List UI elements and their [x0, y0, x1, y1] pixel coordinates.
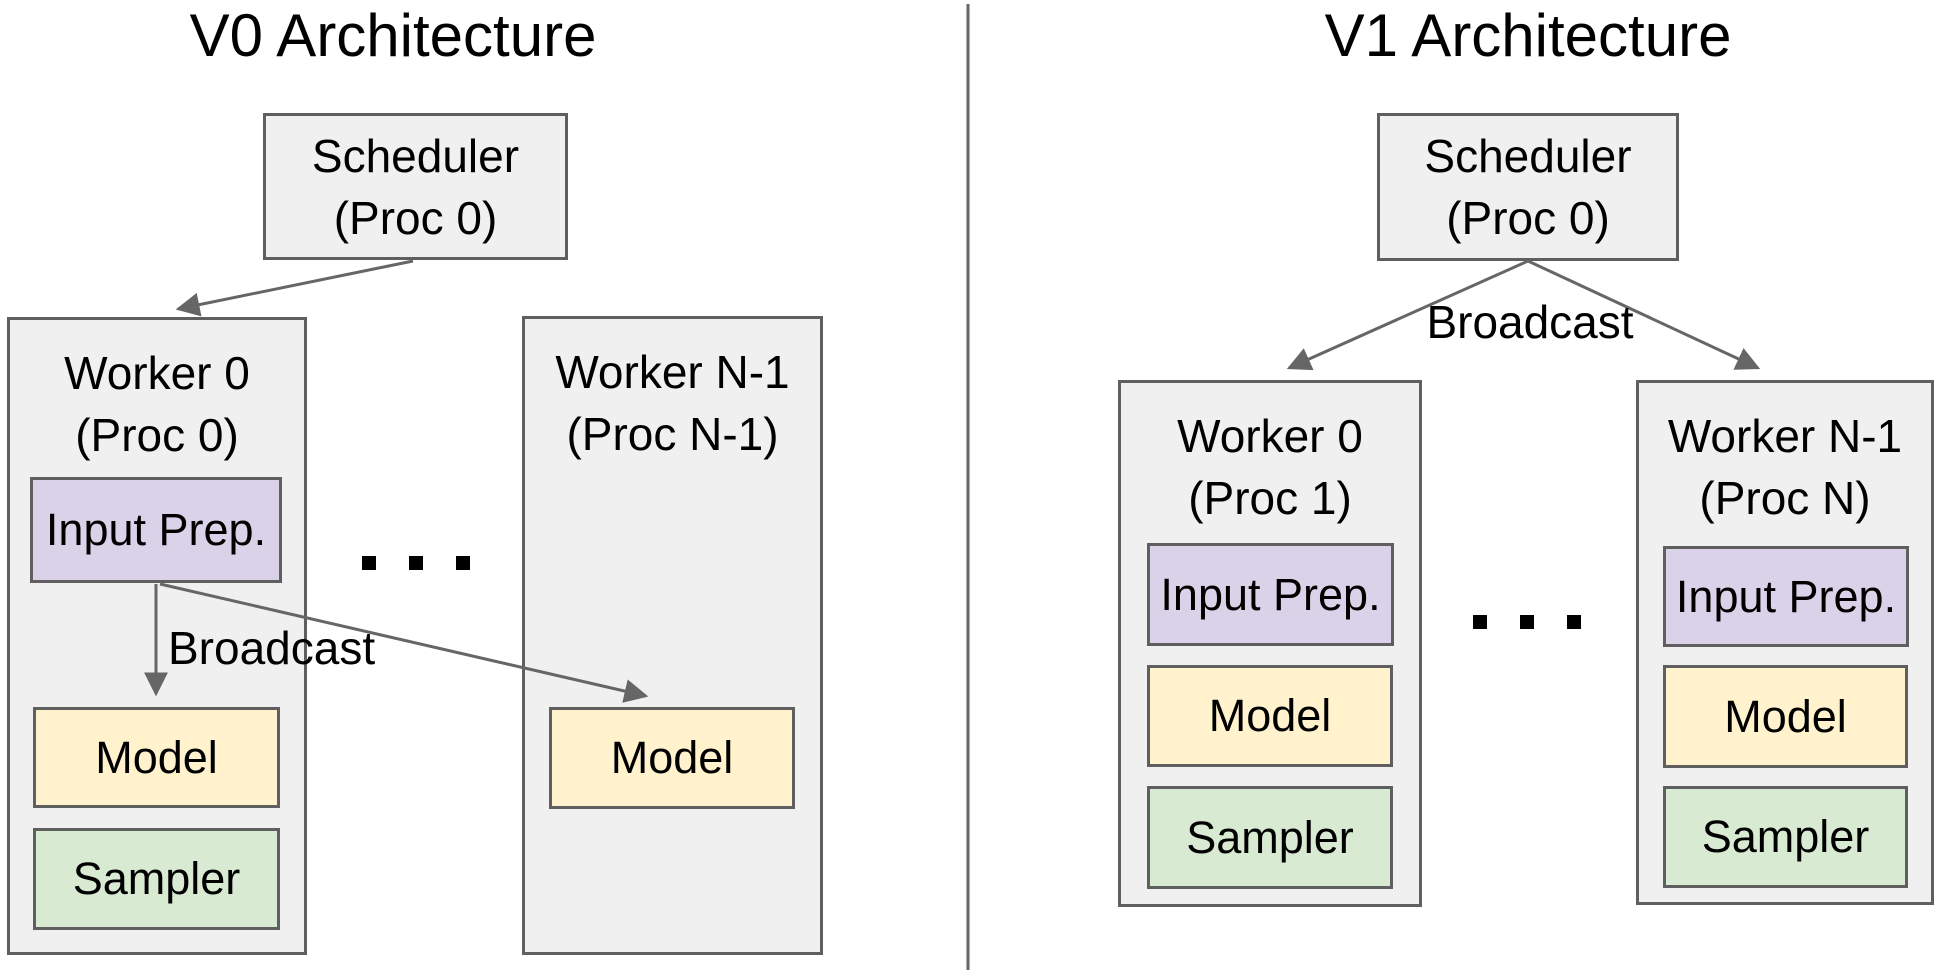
- v1-scheduler-label-line1: Scheduler: [1424, 130, 1632, 182]
- v1-workerN-label-line2: (Proc N): [1699, 472, 1871, 524]
- v1-worker0-input-prep-label: Input Prep.: [1160, 568, 1381, 620]
- v0-workerN-model-label: Model: [610, 732, 734, 783]
- v0-broadcast-label: Broadcast: [168, 622, 376, 674]
- v0-scheduler-box: Scheduler (Proc 0): [263, 113, 568, 260]
- v0-worker0-label-line2: (Proc 0): [75, 409, 239, 461]
- v1-ellipsis-dot: [1473, 615, 1487, 629]
- v0-ellipsis-dot: [456, 556, 470, 570]
- v1-title: V1 Architecture: [1324, 2, 1732, 69]
- v1-workerN-sampler-label: Sampler: [1701, 811, 1870, 862]
- v0-title: V0 Architecture: [189, 2, 597, 69]
- v0-worker0-model-box: Model: [33, 707, 280, 808]
- v1-worker0-label-line1: Worker 0: [1177, 410, 1363, 462]
- v1-worker0-model-box: Model: [1147, 665, 1393, 767]
- v1-broadcast-label: Broadcast: [1426, 296, 1634, 348]
- v0-ellipsis: [362, 556, 470, 570]
- v0-workerN-model-box: Model: [549, 707, 795, 809]
- v0-worker0-label: Worker 0 (Proc 0): [10, 320, 304, 466]
- v0-worker0-label-line1: Worker 0: [64, 347, 250, 399]
- v1-workerN-model-box: Model: [1663, 665, 1908, 768]
- v1-worker0-sampler-box: Sampler: [1147, 786, 1393, 889]
- v0-workerN-label: Worker N-1 (Proc N-1): [525, 319, 820, 465]
- v0-scheduler-to-worker0-arrow: [175, 259, 414, 317]
- v1-scheduler-box: Scheduler (Proc 0): [1377, 113, 1679, 261]
- v1-worker0-label: Worker 0 (Proc 1): [1121, 383, 1419, 529]
- v1-worker0-model-label: Model: [1208, 690, 1332, 741]
- v1-workerN-sampler-box: Sampler: [1663, 786, 1908, 888]
- v1-workerN-label: Worker N-1 (Proc N): [1639, 383, 1931, 529]
- v0-workerN-label-line1: Worker N-1: [555, 346, 790, 398]
- v0-worker0-model-label: Model: [95, 731, 218, 783]
- v0-input-prep-box: Input Prep.: [30, 477, 282, 583]
- v0-workerN-box: Worker N-1 (Proc N-1): [522, 316, 823, 955]
- v1-scheduler-label-line2: (Proc 0): [1446, 192, 1610, 244]
- v1-ellipsis: [1473, 615, 1581, 629]
- v1-workerN-model-label: Model: [1724, 690, 1847, 742]
- v0-workerN-label-line2: (Proc N-1): [566, 408, 779, 460]
- v1-ellipsis-dot: [1520, 615, 1534, 629]
- v0-scheduler-label-line2: (Proc 0): [333, 191, 498, 244]
- v1-worker0-input-prep-box: Input Prep.: [1147, 543, 1394, 646]
- v0-ellipsis-dot: [362, 556, 376, 570]
- v0-sampler-label: Sampler: [72, 853, 241, 904]
- v1-ellipsis-dot: [1567, 615, 1581, 629]
- v1-workerN-label-line1: Worker N-1: [1667, 410, 1903, 462]
- v0-ellipsis-dot: [409, 556, 423, 570]
- v1-workerN-input-prep-box: Input Prep.: [1663, 546, 1909, 647]
- v0-sampler-box: Sampler: [33, 828, 280, 930]
- v1-worker0-sampler-label: Sampler: [1186, 811, 1354, 863]
- v1-worker0-label-line2: (Proc 1): [1188, 472, 1352, 524]
- v0-input-prep-label: Input Prep.: [45, 504, 267, 555]
- v0-scheduler-label-line1: Scheduler: [311, 129, 520, 182]
- v1-workerN-input-prep-label: Input Prep.: [1675, 570, 1897, 622]
